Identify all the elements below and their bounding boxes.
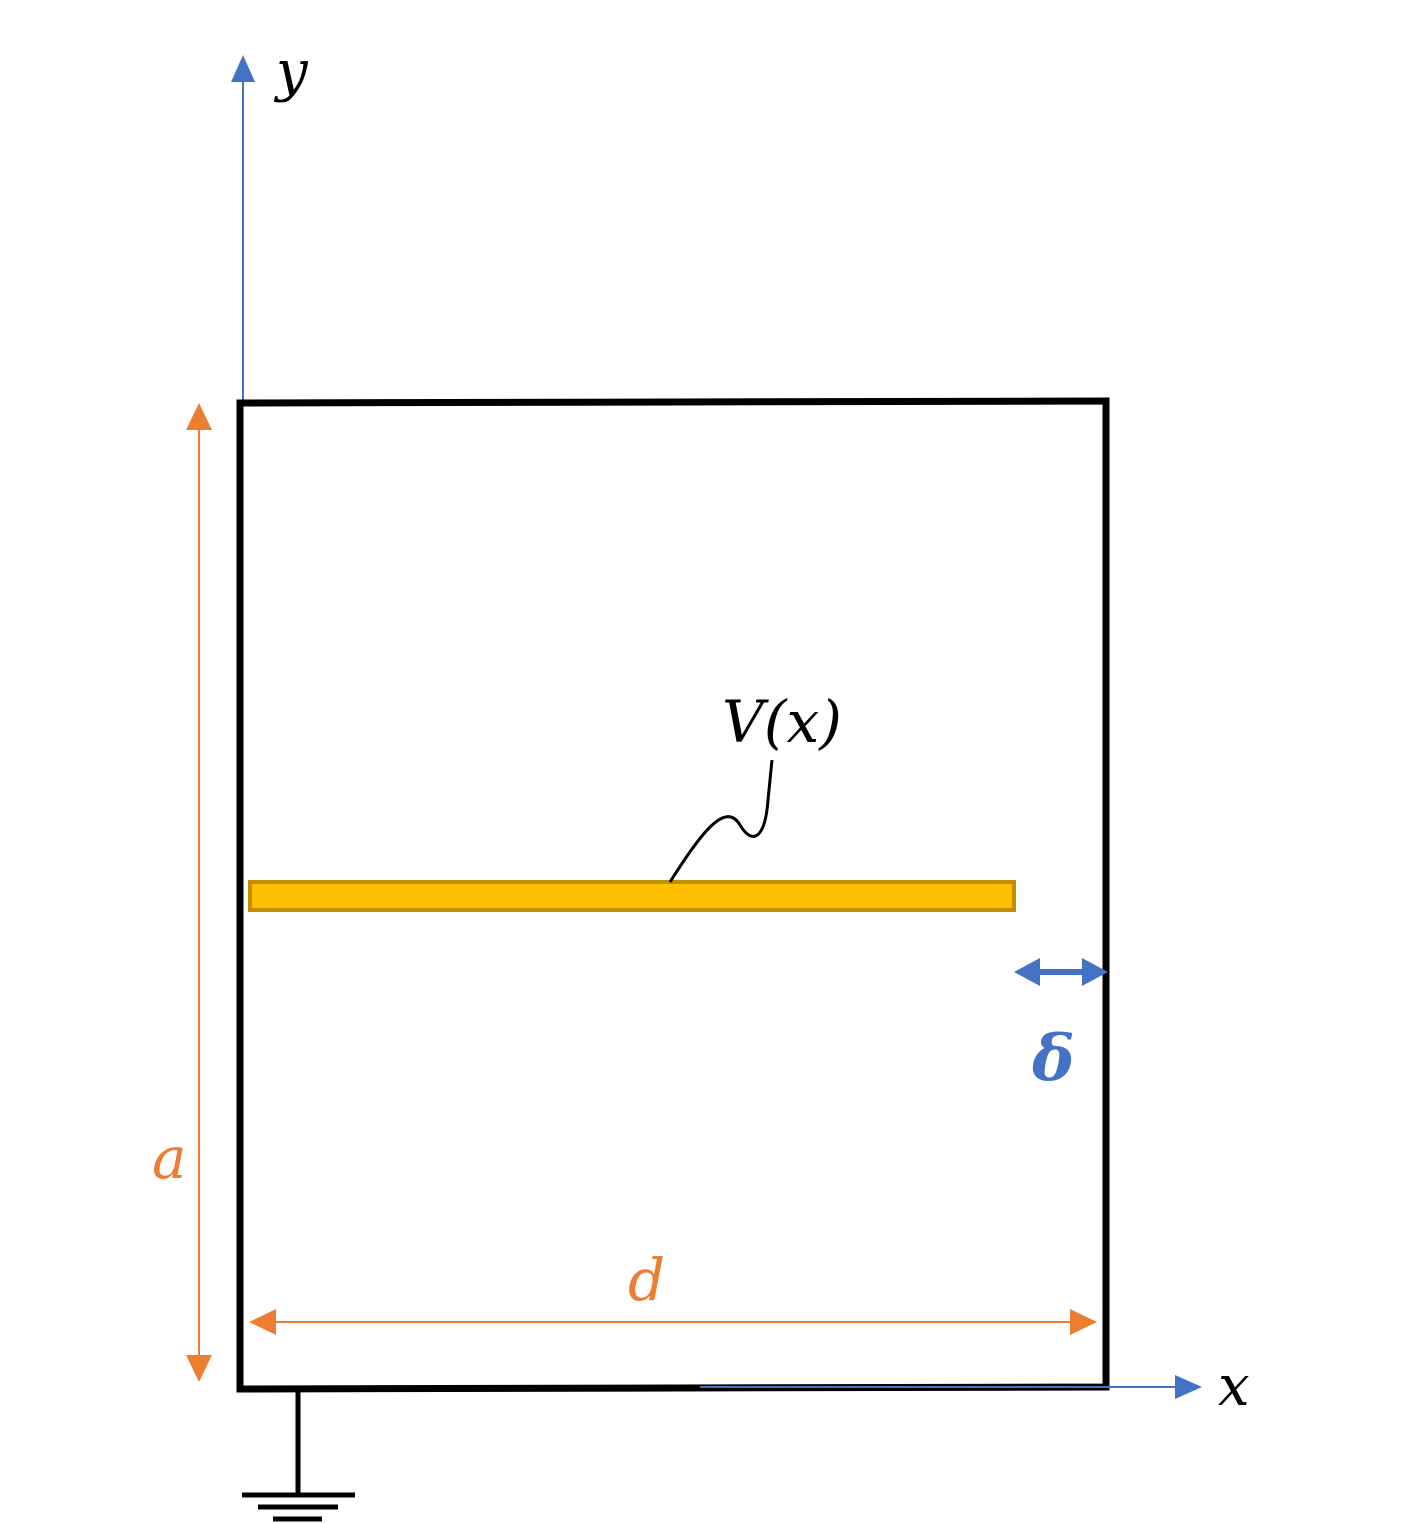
arrowhead-left-icon (249, 1309, 276, 1335)
y-axis-label: y (273, 39, 309, 104)
gap-label: δ (1031, 1021, 1075, 1096)
gap-arrowhead-right-icon (1082, 958, 1108, 986)
y-axis: y (231, 39, 309, 400)
y-axis-arrowhead-icon (231, 55, 255, 82)
potential-leader-line (668, 759, 774, 883)
arrowhead-up-icon (186, 403, 212, 430)
electrode-plate (248, 880, 1016, 912)
x-axis-arrowhead-icon (1175, 1375, 1202, 1399)
width-label: d (628, 1246, 665, 1314)
width-dimension: d (249, 1246, 1097, 1335)
gap-arrowhead-left-icon (1014, 958, 1040, 986)
height-dimension: a (152, 403, 212, 1382)
x-axis-label: x (1218, 1354, 1250, 1419)
potential-label: V(x) (722, 688, 842, 756)
x-axis: x (700, 1354, 1250, 1419)
arrowhead-down-icon (186, 1355, 212, 1382)
height-label: a (152, 1124, 187, 1192)
ground-icon (242, 1390, 355, 1522)
gap-dimension: δ (1014, 958, 1108, 1096)
arrowhead-right-icon (1070, 1309, 1097, 1335)
